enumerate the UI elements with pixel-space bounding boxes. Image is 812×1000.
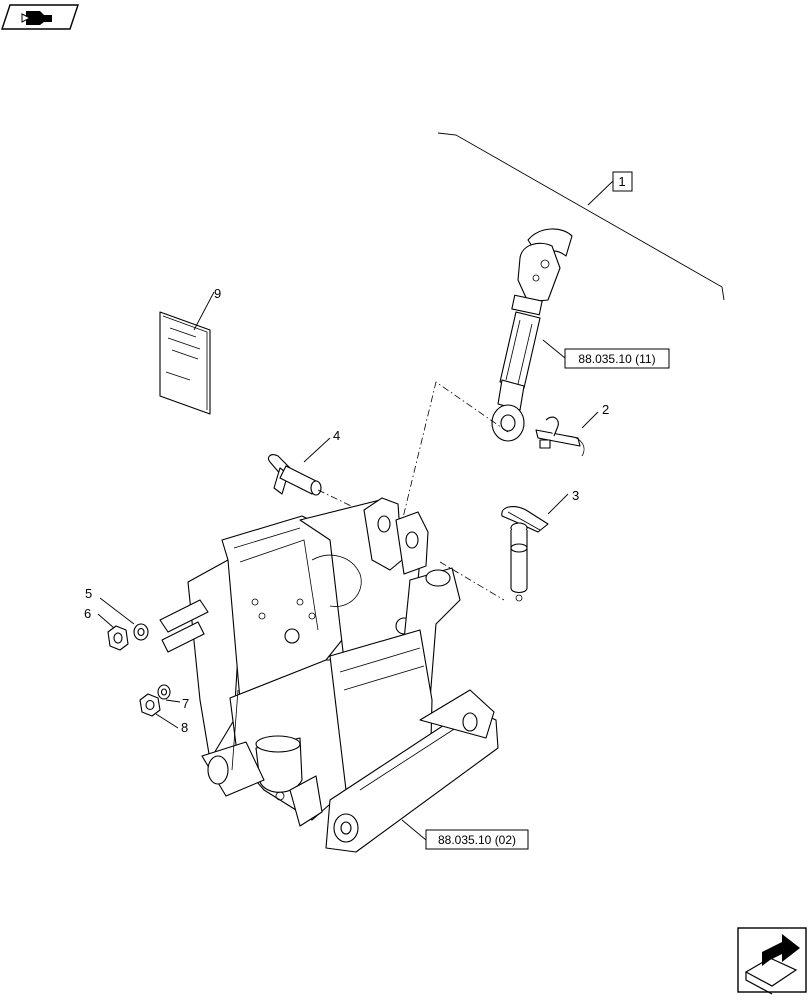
leader-line-8 xyxy=(155,713,179,729)
leader-line-5 xyxy=(99,597,135,625)
callout-2[interactable]: 2 xyxy=(602,402,609,417)
lynch-pin-part[interactable] xyxy=(535,416,585,457)
next-page-icon[interactable] xyxy=(737,927,807,995)
leader-line-1 xyxy=(587,180,614,206)
headed-pin-part[interactable] xyxy=(267,454,322,496)
callout-7[interactable]: 7 xyxy=(182,696,189,711)
callout-1[interactable]: 1 xyxy=(618,174,625,189)
previous-page-icon[interactable] xyxy=(1,4,79,30)
callout-5[interactable]: 5 xyxy=(85,586,92,601)
callout-4[interactable]: 4 xyxy=(333,428,340,443)
reference-hitch-frame[interactable]: 88.035.10 (02) xyxy=(438,833,516,847)
washer-lower-part[interactable] xyxy=(157,684,171,700)
retaining-pin-part[interactable] xyxy=(501,506,549,602)
leader-top-link-ref xyxy=(542,339,566,359)
reference-box-top-link[interactable] xyxy=(564,348,670,369)
leader-hitch-ref xyxy=(401,819,427,841)
leader-line-3 xyxy=(547,493,569,515)
operator-manual-part[interactable] xyxy=(159,311,211,415)
leader-line-2 xyxy=(581,411,599,429)
reference-box-hitch-frame[interactable] xyxy=(425,829,529,850)
callout-6[interactable]: 6 xyxy=(84,606,91,621)
leader-line-4 xyxy=(303,437,331,463)
callout-3[interactable]: 3 xyxy=(572,488,579,503)
leader-line-7 xyxy=(165,699,181,703)
leader-line-6 xyxy=(97,613,115,629)
hitch-frame-assembly[interactable] xyxy=(159,497,499,853)
callout-8[interactable]: 8 xyxy=(181,720,188,735)
leader-line-9 xyxy=(193,291,215,331)
nut-lower-part[interactable] xyxy=(139,693,161,717)
washer-upper-part[interactable] xyxy=(133,623,149,641)
assembly-bracket-line xyxy=(437,132,725,301)
nut-upper-part[interactable] xyxy=(107,625,129,651)
callout-9[interactable]: 9 xyxy=(214,286,221,301)
top-link-part[interactable] xyxy=(491,228,573,442)
centerline-retaining-pin xyxy=(439,561,505,601)
reference-top-link[interactable]: 88.035.10 (11) xyxy=(578,352,655,366)
centerline-top-link xyxy=(399,381,509,531)
callout-box-1[interactable] xyxy=(612,171,633,192)
